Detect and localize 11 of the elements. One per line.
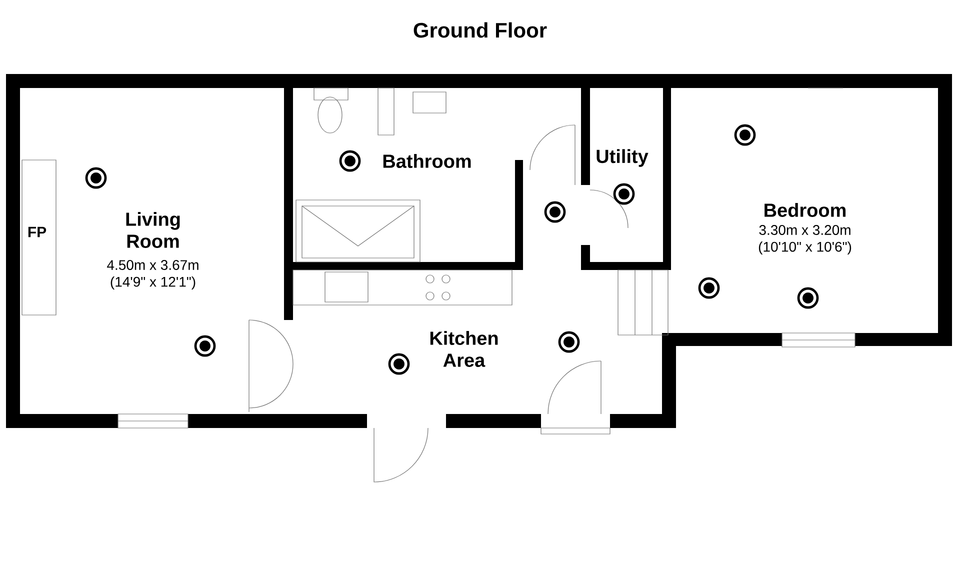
room-dimensions: (14'9" x 12'1") xyxy=(110,276,196,290)
room-name: Utility xyxy=(596,149,648,167)
room-name: Bedroom xyxy=(764,203,846,217)
room-dimensions: 3.30m x 3.20m xyxy=(759,225,850,235)
title: Ground Floor xyxy=(414,22,547,38)
room-name: Living Room xyxy=(126,212,180,248)
room-name: Bathroom xyxy=(383,154,471,168)
room-dimensions: 4.50m x 3.67m xyxy=(107,260,198,270)
room-name: Kitchen Area xyxy=(430,331,498,367)
room-dimensions: (10'10" x 10'6") xyxy=(758,241,852,255)
fireplace-label: FP xyxy=(28,226,46,238)
